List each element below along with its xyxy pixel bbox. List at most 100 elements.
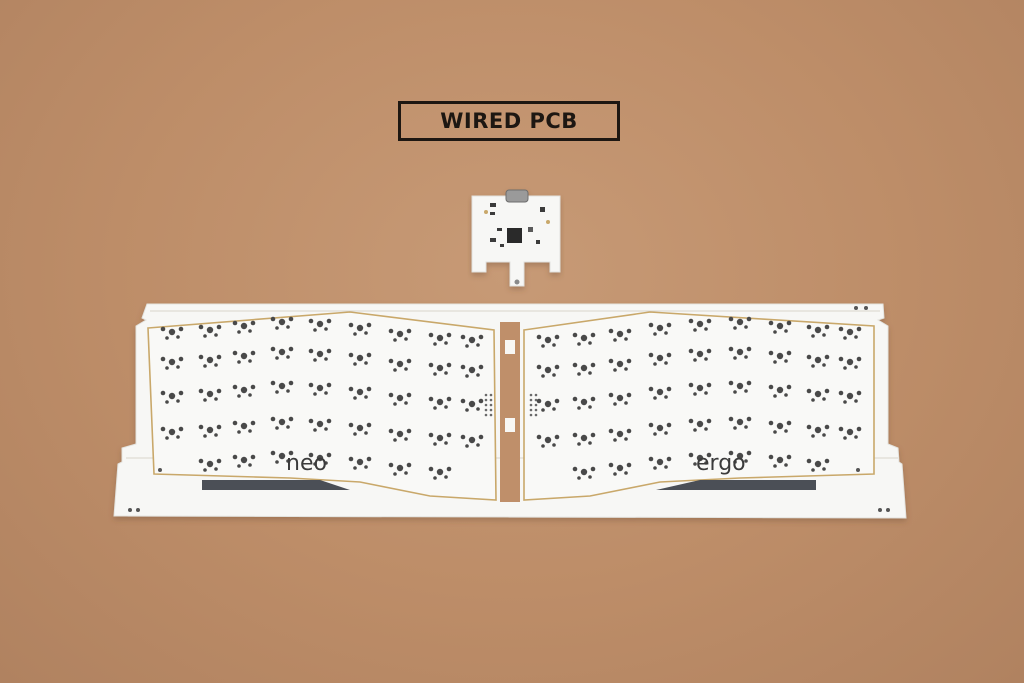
right-half-brand: ergo (696, 451, 746, 476)
switch-hole (744, 389, 748, 393)
switch-hole (198, 354, 204, 360)
switch-hole (270, 316, 276, 322)
switch-hole (613, 438, 617, 442)
switch-hole (577, 442, 581, 446)
switch-hole (286, 355, 290, 359)
switch-hole (198, 424, 204, 430)
switch-hole (406, 428, 412, 434)
switch-hole (206, 326, 214, 334)
switch-hole (746, 450, 752, 456)
switch-hole (728, 380, 734, 386)
switch-hole (616, 360, 624, 368)
switch-hole (444, 341, 448, 345)
switch-hole (811, 398, 815, 402)
switch-hole (313, 428, 317, 432)
switch-hole (308, 348, 314, 354)
switch-hole (814, 326, 822, 334)
switch-hole (286, 325, 290, 329)
switch-hole (366, 352, 372, 358)
switch-hole (541, 374, 545, 378)
switch-hole (653, 466, 657, 470)
switch-hole (822, 397, 826, 401)
switch-hole (444, 371, 448, 375)
switch-hole (168, 328, 176, 336)
switch-hole (353, 332, 357, 336)
switch-hole (232, 420, 238, 426)
switch-hole (270, 416, 276, 422)
switch-hole (446, 362, 452, 368)
switch-hole (444, 441, 448, 445)
switch-hole (278, 318, 286, 326)
switch-hole (404, 437, 408, 441)
switch-hole (693, 462, 697, 466)
switch-hole (746, 346, 752, 352)
switch-hole (288, 450, 294, 456)
switch-hole (250, 320, 256, 326)
switch-hole (786, 420, 792, 426)
switch-hole (768, 384, 774, 390)
switch-hole (232, 320, 238, 326)
switch-hole (648, 322, 654, 328)
switch-hole (286, 425, 290, 429)
switch-hole (653, 396, 657, 400)
switch-hole (664, 395, 668, 399)
switch-hole (786, 384, 792, 390)
switch-hole (541, 344, 545, 348)
switch-hole (552, 407, 556, 411)
switch-hole (436, 334, 444, 342)
switch-hole (536, 434, 542, 440)
switch-hole (206, 390, 214, 398)
switch-hole (704, 391, 708, 395)
switch-hole (626, 428, 632, 434)
switch-hole (786, 350, 792, 356)
switch-hole (653, 362, 657, 366)
switch-hole (160, 326, 166, 332)
switch-hole (176, 335, 180, 339)
switch-hole (388, 328, 394, 334)
switch-hole (348, 322, 354, 328)
switch-hole (468, 436, 476, 444)
switch-hole (736, 382, 744, 390)
switch-hole (696, 420, 704, 428)
switch-hole (616, 430, 624, 438)
switch-hole (824, 388, 830, 394)
switch-hole (406, 328, 412, 334)
switch-hole (843, 436, 847, 440)
switch-hole (275, 326, 279, 330)
switch-hole (364, 361, 368, 365)
switch-hole (773, 330, 777, 334)
switch-hole (326, 382, 332, 388)
switch-hole (626, 328, 632, 334)
switch-hole (666, 422, 672, 428)
switch-hole (608, 358, 614, 364)
switch-hole (316, 384, 324, 392)
switch-hole (704, 427, 708, 431)
switch-hole (613, 402, 617, 406)
switch-hole (324, 427, 328, 431)
switch-hole (688, 452, 694, 458)
switch-hole (696, 454, 704, 462)
switch-hole (536, 364, 542, 370)
switch-hole (856, 326, 862, 332)
switch-hole (693, 328, 697, 332)
switch-hole (588, 371, 592, 375)
switch-hole (214, 397, 218, 401)
switch-hole (846, 428, 854, 436)
switch-hole (552, 373, 556, 377)
switch-hole (773, 394, 777, 398)
switch-hole (313, 358, 317, 362)
switch-hole (693, 428, 697, 432)
switch-hole (854, 335, 858, 339)
switch-hole (278, 452, 286, 460)
switch-hole (746, 316, 752, 322)
switch-hole (693, 358, 697, 362)
switch-hole (404, 401, 408, 405)
switch-hole (838, 326, 844, 332)
switch-hole (316, 420, 324, 428)
switch-hole (275, 356, 279, 360)
switch-hole (736, 318, 744, 326)
switch-hole (580, 468, 588, 476)
switch-hole (664, 465, 668, 469)
switch-hole (465, 374, 469, 378)
switch-hole (216, 324, 222, 330)
